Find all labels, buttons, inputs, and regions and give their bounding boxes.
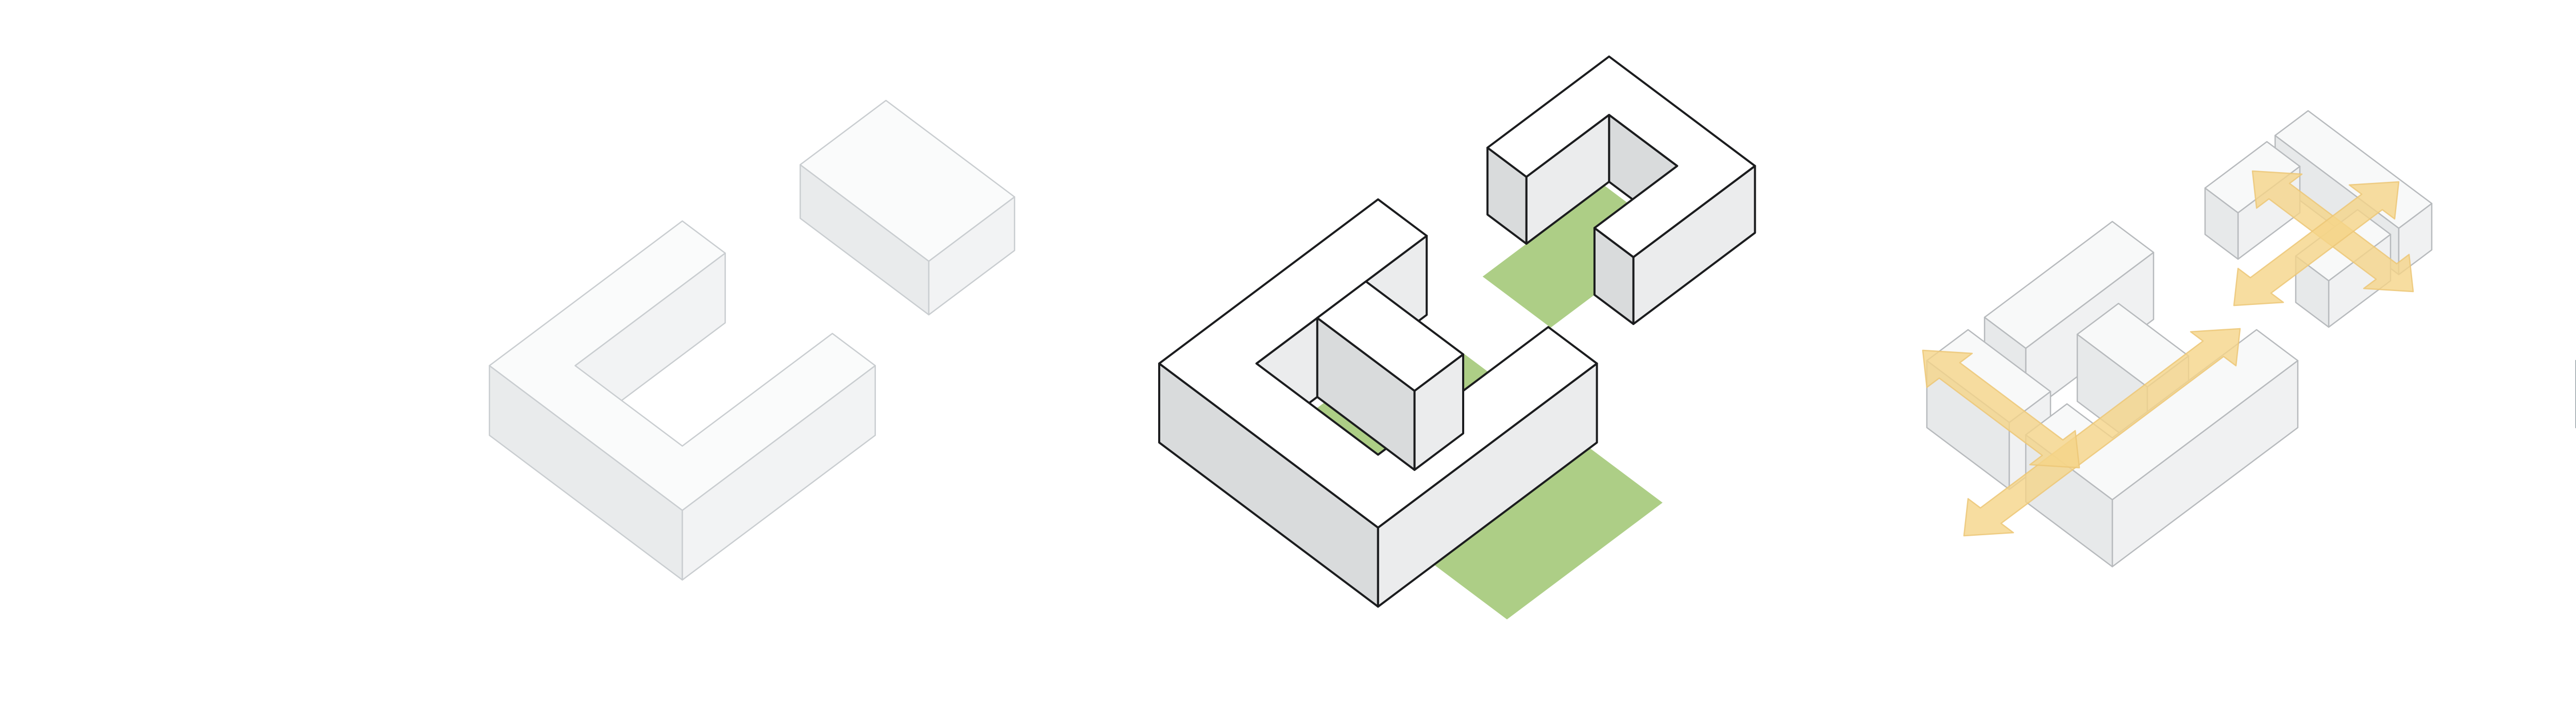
inner-wing — [1316, 280, 1464, 471]
panel-massing — [488, 99, 1015, 581]
upper-bar-building — [799, 99, 1015, 316]
flow-arrow-main — [1963, 328, 2241, 537]
upper-u-building — [1486, 55, 1756, 325]
panel-fragment-connect — [1922, 110, 2433, 568]
courtyard-building — [488, 220, 876, 581]
flow-arrow-west — [1922, 349, 2080, 469]
panel-carve-courtyard — [1158, 55, 1756, 620]
flow-arrow-north — [2233, 181, 2400, 307]
